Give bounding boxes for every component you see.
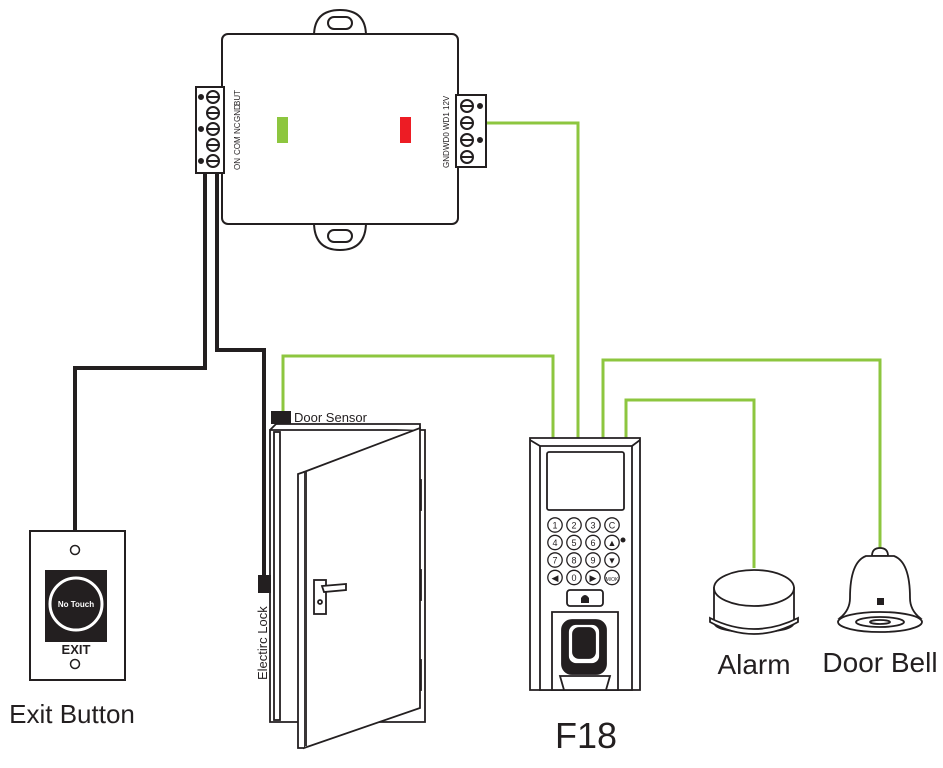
led-green (277, 117, 288, 143)
door-handle-lever (320, 583, 347, 593)
door-bell-dome (837, 555, 923, 619)
keypad-key (585, 534, 601, 551)
controller-screws-left (198, 90, 220, 168)
keypad-key-label: 5 (571, 538, 576, 548)
keypad-key (566, 517, 582, 533)
controller-box (195, 8, 487, 252)
keypad-key-label: 2 (571, 521, 576, 531)
exit-button-exit-text: EXIT (62, 642, 91, 657)
exit-button-device: No Touch EXIT (29, 530, 126, 681)
terminal-label-gnd: GND (233, 104, 242, 122)
keypad-key (604, 517, 620, 533)
label-f18: F18 (555, 715, 617, 756)
bell-icon (581, 595, 589, 603)
keypad-key-label: M/OK (606, 577, 619, 583)
wire-exit-button (73, 170, 207, 530)
keypad-key-label: 8 (571, 556, 576, 566)
f18-device (529, 437, 641, 691)
door-bell-indicator (877, 598, 884, 605)
wire-alarm (624, 398, 756, 568)
label-door-bell: Door Bell (822, 647, 937, 678)
keypad-key-label: ▶ (590, 573, 597, 583)
door-bell-bottom-inner (869, 619, 891, 625)
keypad-key-label: C (609, 521, 616, 531)
f18-keypad: 1 2 3 C 4 5 6 ▲ 7 8 9 ▼ ◀ 0 ▶ M/OK (547, 517, 620, 586)
terminal-label-12v: 12V (442, 95, 451, 110)
f18-side-right (631, 439, 641, 447)
door-leaf-edge (297, 471, 305, 749)
keypad-key (604, 569, 620, 586)
keypad-key (547, 517, 563, 533)
fingerprint-guide (558, 675, 612, 691)
f18-screen (546, 451, 625, 511)
terminal-label-on: ON (233, 158, 242, 170)
keypad-key-label: 1 (552, 521, 557, 531)
terminal-label-but: BUT (233, 90, 242, 106)
exit-button-ring (48, 576, 104, 632)
terminal-label-wd1: WD1 (442, 112, 451, 130)
label-alarm: Alarm (717, 649, 790, 680)
door-keyhole (317, 599, 323, 605)
door-sensor-block (271, 411, 291, 424)
wire-electric-lock (215, 170, 266, 578)
keypad-key-label: 7 (552, 556, 557, 566)
wire-door-sensor (281, 354, 555, 438)
led-red (400, 117, 411, 143)
fingerprint-sensor-inner (572, 627, 596, 659)
keypad-key (566, 534, 582, 551)
terminal-label-gnd-r: GND (442, 150, 451, 168)
electric-lock-block (258, 575, 271, 593)
f18-dot-right (620, 537, 626, 543)
keypad-key (585, 517, 601, 533)
keypad-key (547, 569, 563, 586)
label-door-sensor: Door Sensor (294, 410, 368, 425)
keypad-key-label: 0 (571, 573, 576, 583)
exit-button-screw-bottom (69, 658, 81, 670)
exit-button-touch-text: No Touch (58, 600, 94, 609)
keypad-key (585, 552, 601, 568)
keypad-key (566, 569, 582, 586)
alarm-device (709, 569, 799, 635)
terminal-label-wd0: WD0 (442, 132, 451, 150)
door-bell-device (837, 547, 923, 633)
terminal-labels-left: ON COM NC GND BUT (233, 90, 242, 170)
door-frame-top (269, 423, 277, 431)
wires (73, 121, 882, 578)
keypad-key-label: 4 (552, 538, 557, 548)
label-exit-button: Exit Button (9, 699, 135, 729)
keypad-key (585, 569, 601, 586)
keypad-key (604, 552, 620, 568)
alarm-base (709, 616, 799, 635)
keypad-key (604, 534, 620, 551)
terminal-labels-right: GND WD0 WD1 12V (442, 95, 451, 168)
controller-ear-top-slot (327, 16, 353, 30)
wire-controller-device (487, 121, 580, 438)
f18-side-left (529, 439, 541, 447)
keypad-key-label: 9 (590, 556, 595, 566)
keypad-key-label: 3 (590, 521, 595, 531)
keypad-key (547, 552, 563, 568)
keypad-key-label: ▼ (608, 556, 617, 566)
keypad-key-label: 6 (590, 538, 595, 548)
keypad-key-label: ▲ (608, 538, 617, 548)
door-frame-jamb (273, 431, 281, 721)
door-bell-knob (871, 547, 889, 557)
controller-body (221, 33, 459, 225)
keypad-key (547, 534, 563, 551)
wire-door-bell (601, 358, 882, 548)
controller-ear-bottom-slot (327, 229, 353, 243)
controller-screws-right (460, 99, 483, 164)
door (269, 423, 426, 750)
terminal-label-com: COM (233, 136, 242, 155)
label-electric-lock: Electirc Lock (255, 606, 270, 680)
alarm-top (713, 569, 795, 607)
terminal-label-nc: NC (233, 122, 242, 134)
keypad-key (566, 552, 582, 568)
keypad-key-label: ◀ (552, 573, 559, 583)
exit-button-screw-top (69, 544, 81, 556)
